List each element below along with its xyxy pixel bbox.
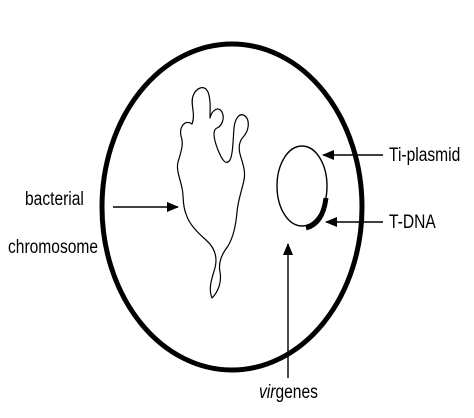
bacterial-chromosome-label-line1: bacterial bbox=[25, 189, 84, 211]
ti-plasmid-label: Ti-plasmid bbox=[389, 145, 460, 167]
t-dna-label: T-DNA bbox=[389, 212, 436, 234]
vir-genes-label-rest: genes bbox=[275, 382, 317, 403]
bacterial-chromosome bbox=[177, 88, 248, 298]
vir-genes-label: virgenes bbox=[259, 382, 318, 404]
vir-genes-label-italic: vir bbox=[259, 382, 275, 403]
t-dna-segment bbox=[306, 198, 326, 228]
bacterial-chromosome-label-line2: chromosome bbox=[8, 237, 98, 259]
